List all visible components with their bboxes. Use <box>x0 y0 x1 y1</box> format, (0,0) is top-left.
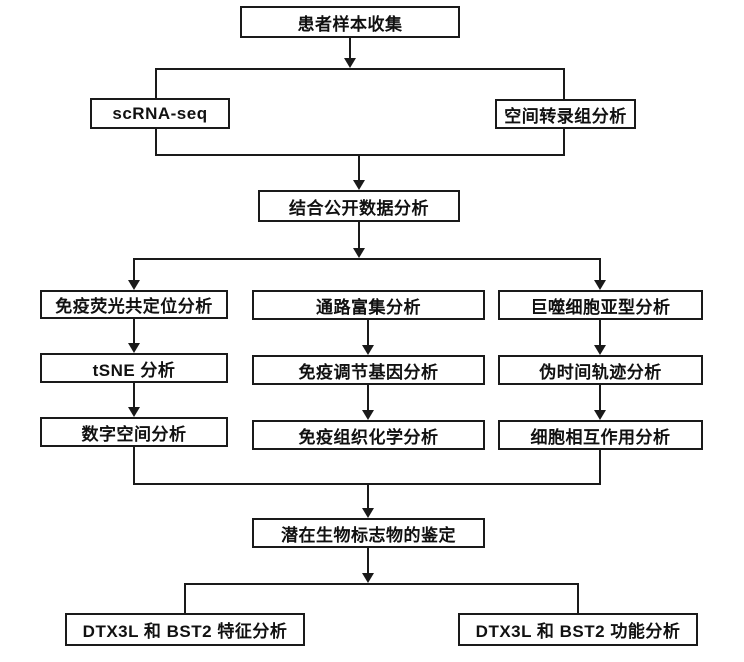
arrow-down-icon <box>362 345 374 355</box>
arrow-down-icon <box>594 345 606 355</box>
node-immunohistochemistry: 免疫组织化学分析 <box>252 420 485 450</box>
connector-line <box>133 258 135 281</box>
node-immune-regulation-gene: 免疫调节基因分析 <box>252 355 485 385</box>
connector-line <box>577 583 579 613</box>
connector-line <box>599 320 601 346</box>
arrow-down-icon <box>128 280 140 290</box>
node-dtx3l-bst2-feature-analysis: DTX3L 和 BST2 特征分析 <box>65 613 305 646</box>
arrow-down-icon <box>362 508 374 518</box>
arrow-down-icon <box>128 407 140 417</box>
node-digital-spatial-analysis: 数字空间分析 <box>40 417 228 447</box>
connector-line <box>358 222 360 249</box>
node-immunofluorescence-colocalization: 免疫荧光共定位分析 <box>40 290 228 319</box>
connector-line <box>367 320 369 346</box>
node-combined-public-data: 结合公开数据分析 <box>258 190 460 222</box>
arrow-down-icon <box>128 343 140 353</box>
connector-line <box>349 38 351 59</box>
connector-line <box>133 447 135 483</box>
connector-line <box>133 319 135 344</box>
connector-line <box>367 385 369 411</box>
node-spatial-transcriptomics: 空间转录组分析 <box>495 99 636 129</box>
connector-line <box>599 385 601 411</box>
arrow-down-icon <box>594 280 606 290</box>
branch-line-top <box>133 258 601 260</box>
connector-line <box>367 483 369 509</box>
connector-line <box>184 583 186 613</box>
arrow-down-icon <box>344 58 356 68</box>
connector-line <box>133 383 135 408</box>
arrow-down-icon <box>362 573 374 583</box>
node-scrna-seq: scRNA-seq <box>90 98 230 129</box>
arrow-down-icon <box>594 410 606 420</box>
connector-line <box>599 450 601 483</box>
node-cell-interaction: 细胞相互作用分析 <box>498 420 703 450</box>
connector-line <box>367 548 369 574</box>
arrow-down-icon <box>353 180 365 190</box>
node-pathway-enrichment: 通路富集分析 <box>252 290 485 320</box>
node-pseudotime-trajectory: 伪时间轨迹分析 <box>498 355 703 385</box>
arrow-down-icon <box>362 410 374 420</box>
node-biomarker-identification: 潜在生物标志物的鉴定 <box>252 518 485 548</box>
connector-line <box>358 156 360 181</box>
arrow-down-icon <box>353 248 365 258</box>
connector-line <box>599 258 601 281</box>
node-patient-sample: 患者样本收集 <box>240 6 460 38</box>
node-macrophage-subtype: 巨噬细胞亚型分析 <box>498 290 703 320</box>
node-tsne-analysis: tSNE 分析 <box>40 353 228 383</box>
branch-line-final <box>184 583 579 585</box>
node-dtx3l-bst2-function-analysis: DTX3L 和 BST2 功能分析 <box>458 613 698 646</box>
